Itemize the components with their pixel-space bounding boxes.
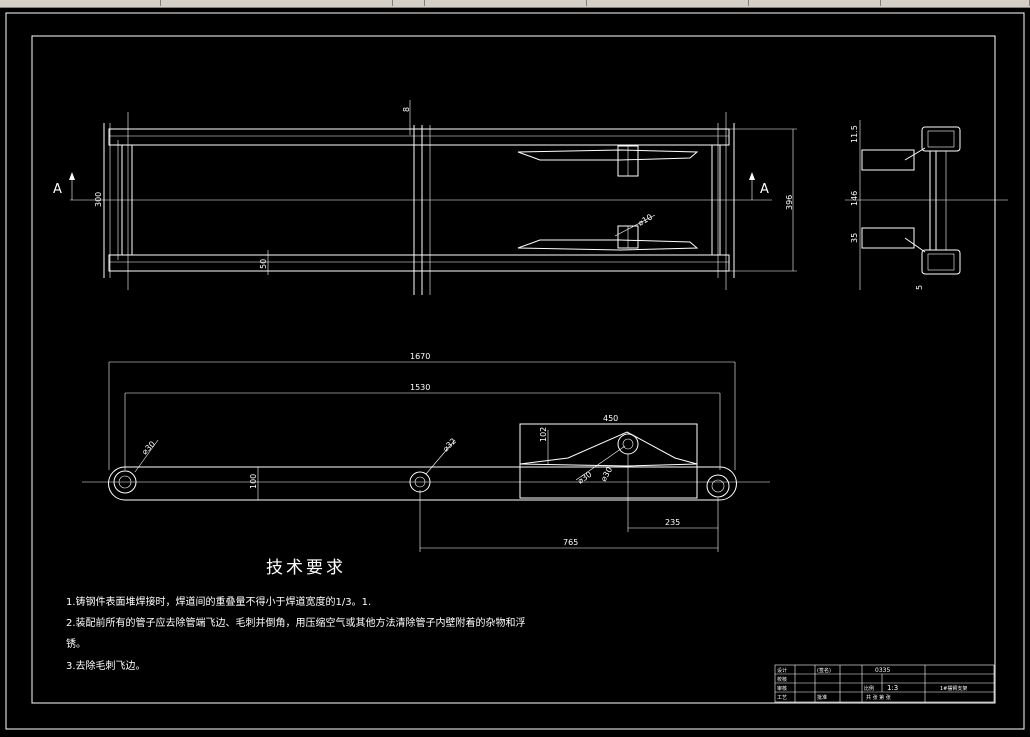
tb-cell: 1:3 bbox=[887, 684, 898, 692]
dim-label: 11.5 bbox=[850, 125, 859, 143]
title-block: 设计 (签名) 校核 审核 工艺 比例 1:3 批准 共 张 第 张 0335 … bbox=[774, 664, 995, 703]
top-view: A A 8 300 396 50 ⌀10 bbox=[53, 100, 797, 295]
dim-label: 5 bbox=[915, 285, 924, 290]
dim-label: 100 bbox=[249, 474, 258, 489]
bottom-rail bbox=[108, 254, 730, 272]
section-label-right: A bbox=[760, 182, 769, 197]
dim-label: ⌀30 bbox=[140, 439, 157, 456]
arm-body bbox=[108, 466, 737, 501]
toolbar-segment[interactable] bbox=[750, 0, 881, 6]
dim-label: ⌀30 bbox=[599, 466, 614, 483]
dim-label: ⌀30 bbox=[576, 470, 593, 486]
tb-cell: 批准 bbox=[817, 694, 827, 701]
drawing-code: 0335 bbox=[875, 667, 890, 674]
toolbar-segment[interactable] bbox=[162, 0, 393, 6]
dim-label: 8 bbox=[402, 107, 411, 112]
dim-label: 396 bbox=[785, 195, 794, 210]
toolbar-segment[interactable] bbox=[588, 0, 749, 6]
toolbar-segment[interactable] bbox=[0, 0, 161, 6]
toolbar-segment[interactable] bbox=[394, 0, 425, 6]
dim-label: ⌀32 bbox=[441, 436, 458, 453]
inner-border bbox=[31, 35, 996, 704]
dim-label: 300 bbox=[94, 192, 103, 207]
side-view: 11.5 146 35 5 bbox=[845, 120, 1008, 290]
drawing-name: 1#摆臂支架 bbox=[940, 685, 967, 692]
tb-cell: 设计 bbox=[777, 667, 787, 674]
drawing-canvas[interactable]: A A 8 300 396 50 ⌀10 11.5 146 35 5 bbox=[0, 8, 1030, 733]
dim-label: 765 bbox=[563, 538, 578, 547]
tb-cell: 审核 bbox=[777, 685, 787, 692]
dim-label: 1670 bbox=[410, 352, 430, 361]
outer-frame bbox=[5, 12, 1025, 730]
dim-label: 50 bbox=[259, 259, 268, 269]
note-item: 1.铸钢件表面堆焊接时，焊道间的重叠量不得小于焊道宽度的1/3。1. bbox=[66, 597, 372, 608]
window-toolbar-strip bbox=[0, 0, 1030, 8]
front-view: 1670 1530 450 102 100 ⌀30 ⌀32 ⌀30 ⌀30 23… bbox=[82, 352, 770, 552]
note-item: 2.装配前所有的管子应去除管端飞边、毛刺并倒角，用压缩空气或其他方法清除管子内壁… bbox=[66, 618, 526, 629]
dim-label: 35 bbox=[850, 233, 859, 243]
dim-label: ⌀10 bbox=[637, 212, 654, 227]
tb-cell: 共 张 第 张 bbox=[866, 694, 891, 701]
hole-right bbox=[706, 474, 730, 498]
note-item: 锈。 bbox=[66, 639, 86, 650]
dim-label: 1530 bbox=[410, 383, 430, 392]
top-rail bbox=[108, 128, 730, 146]
dim-label: 235 bbox=[665, 518, 680, 527]
dim-label: 102 bbox=[539, 427, 548, 442]
tb-cell: 工艺 bbox=[777, 695, 787, 701]
tb-cell: 比例 bbox=[864, 685, 874, 692]
note-item: 3.去除毛刺飞边。 bbox=[66, 661, 146, 672]
dim-label: 450 bbox=[603, 414, 618, 423]
tb-cell: (签名) bbox=[817, 667, 831, 674]
dim-label: 146 bbox=[850, 191, 859, 206]
tb-cell: 校核 bbox=[777, 676, 787, 683]
toolbar-segment[interactable] bbox=[882, 0, 1030, 6]
drawing-svg: A A 8 300 396 50 ⌀10 11.5 146 35 5 bbox=[5, 12, 1025, 730]
section-label-left: A bbox=[53, 182, 62, 197]
toolbar-segment[interactable] bbox=[426, 0, 587, 6]
notes-title: 技术要求 bbox=[266, 558, 346, 578]
